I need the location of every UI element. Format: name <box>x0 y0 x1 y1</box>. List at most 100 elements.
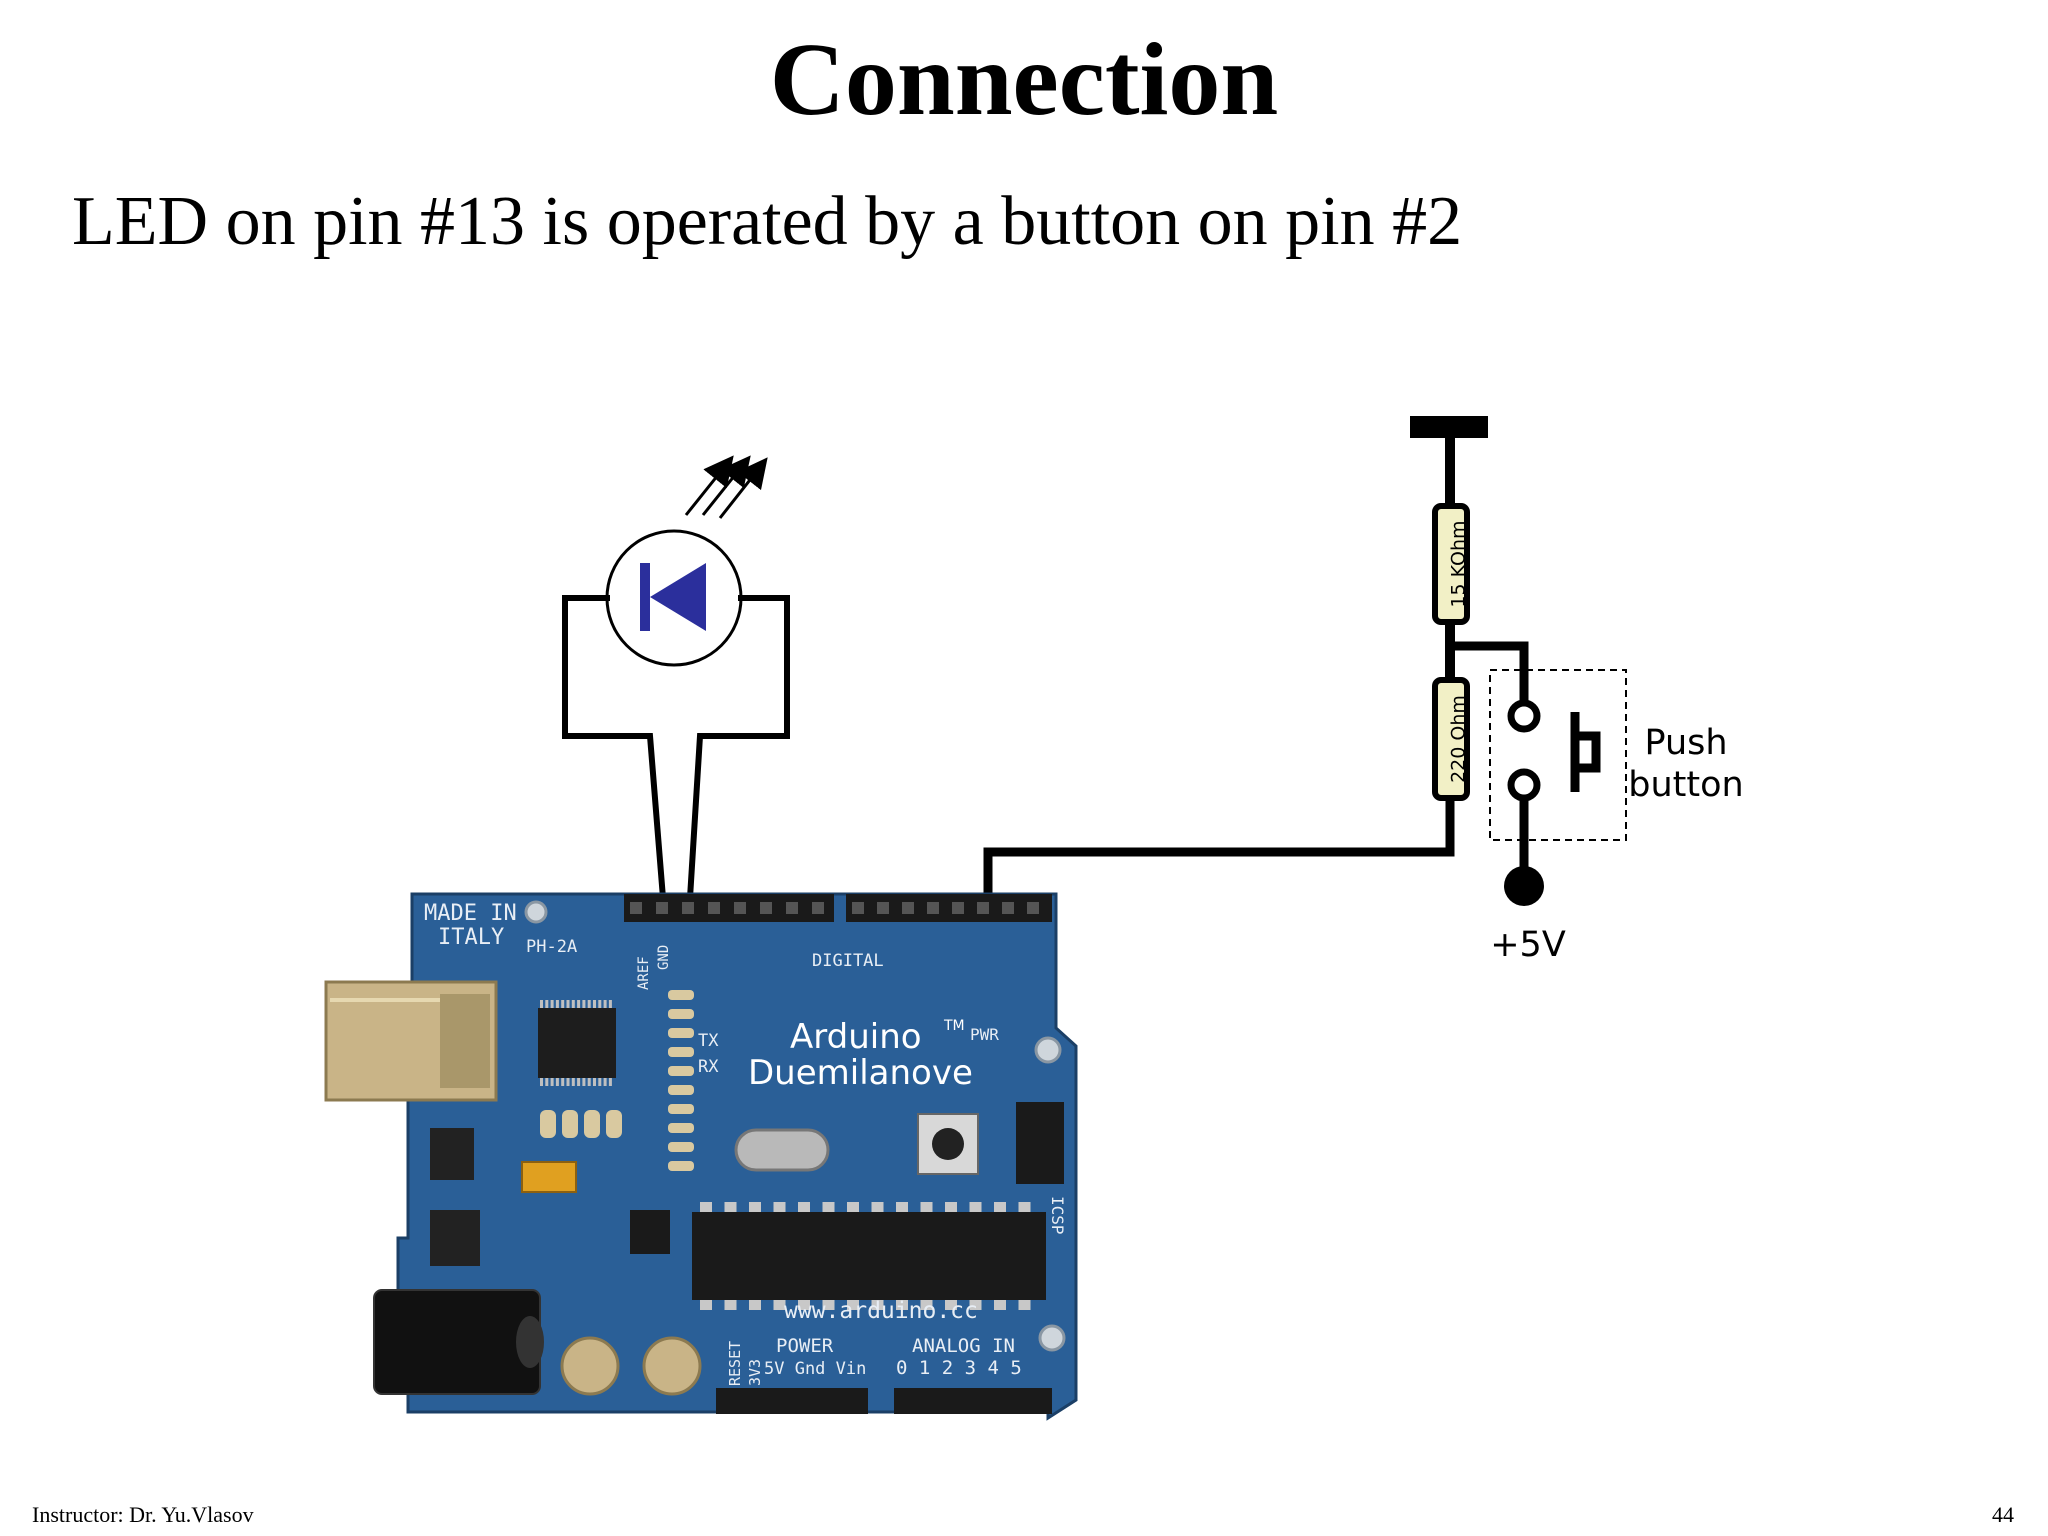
chip-leg <box>896 1202 908 1212</box>
chip-leg <box>555 1000 559 1008</box>
chip-leg <box>608 1000 612 1008</box>
board-digital-label: DIGITAL <box>812 951 884 971</box>
led-schematic <box>562 455 790 899</box>
chip-leg <box>593 1078 596 1086</box>
smd-component <box>668 1123 694 1133</box>
board-website: www.arduino.cc <box>784 1298 978 1324</box>
chip-leg <box>749 1202 761 1212</box>
board-made-in-line2: ITALY <box>438 925 504 950</box>
smd-component <box>562 1110 578 1138</box>
analog-header <box>894 1388 1052 1414</box>
icsp-header <box>1016 1102 1064 1184</box>
chip-leg <box>561 1000 565 1008</box>
smd-component <box>584 1110 600 1138</box>
chip-leg <box>847 1300 859 1310</box>
power-header <box>716 1388 868 1414</box>
smd-component <box>668 1009 694 1019</box>
chip-leg <box>577 1000 581 1008</box>
chip-leg <box>566 1078 570 1086</box>
led-diode-symbol <box>640 563 706 631</box>
smd-component <box>540 1110 556 1138</box>
header-pin <box>630 902 642 914</box>
chip-leg <box>871 1202 884 1212</box>
chip-leg <box>798 1300 810 1310</box>
usb-connector <box>324 980 498 1102</box>
header-pin <box>786 902 798 914</box>
header-pin <box>852 902 864 914</box>
chip-leg <box>545 1078 549 1086</box>
smd-component <box>668 1142 694 1152</box>
smd-component <box>668 1161 694 1171</box>
chip-leg <box>540 1000 543 1008</box>
header-pin <box>734 902 746 914</box>
power-jack <box>373 1289 544 1395</box>
chip-leg <box>724 1202 737 1212</box>
chip-leg <box>994 1202 1006 1212</box>
header-pin <box>1027 902 1039 914</box>
chip-leg <box>920 1300 933 1310</box>
capacitor-2 <box>642 1336 702 1396</box>
supply-terminal <box>1504 866 1544 906</box>
chip-leg <box>593 1000 596 1008</box>
board-3v3-label: 3V3 <box>746 1359 764 1386</box>
header-pin <box>708 902 720 914</box>
smd-component <box>606 1110 622 1138</box>
push-button-label-line2: button <box>1628 765 1743 805</box>
chip-leg <box>566 1000 570 1008</box>
chip-leg <box>540 1078 543 1086</box>
board-tx-label: TX <box>698 1031 719 1051</box>
header-pin <box>656 902 668 914</box>
resistor-220-label: 220 Ohm <box>1448 695 1470 783</box>
chip-leg <box>700 1300 712 1310</box>
smd-chip <box>630 1210 670 1254</box>
smd-component <box>668 1028 694 1038</box>
board-icsp-label: ICSP <box>1048 1196 1067 1235</box>
pin2-wire <box>983 798 1455 900</box>
chip-leg <box>598 1078 602 1086</box>
chip-leg <box>945 1300 957 1310</box>
chip-leg <box>555 1078 559 1086</box>
chip-leg <box>550 1078 554 1086</box>
chip-leg <box>577 1078 581 1086</box>
footer-instructor: Instructor: Dr. Yu.Vlasov <box>32 1502 254 1527</box>
chip-leg <box>773 1202 786 1212</box>
board-aref-label: AREF <box>636 956 652 990</box>
chip-leg <box>896 1300 908 1310</box>
header-pin <box>952 902 964 914</box>
chip-leg <box>749 1300 761 1310</box>
capacitor-1 <box>560 1336 620 1396</box>
digital-header-left <box>624 894 834 922</box>
board-brand-line1: Arduino <box>790 1017 922 1057</box>
regulator-1 <box>430 1128 474 1180</box>
chip-leg <box>822 1300 835 1310</box>
led-light-arrows <box>684 455 768 519</box>
chip-leg <box>587 1000 591 1008</box>
slide-title: Connection <box>769 22 1279 137</box>
board-brand-tm: TM <box>943 1018 965 1034</box>
header-pin <box>902 902 914 914</box>
supply-label: +5V <box>1490 925 1566 965</box>
chip-leg <box>571 1078 575 1086</box>
chip-leg <box>571 1000 575 1008</box>
board-model-code: PH-2A <box>526 937 577 957</box>
chip-leg <box>603 1078 607 1086</box>
chip-leg <box>798 1202 810 1212</box>
board-gnd-label: GND <box>656 945 672 970</box>
usb-serial-chip <box>538 1000 616 1086</box>
smd-component <box>668 990 694 1000</box>
atmega-chip <box>692 1202 1046 1310</box>
chip-leg <box>608 1078 612 1086</box>
smd-component <box>668 1066 694 1076</box>
chip-leg <box>822 1202 835 1212</box>
chip-leg <box>545 1000 549 1008</box>
chip-leg <box>945 1202 957 1212</box>
board-power-label: POWER <box>776 1335 834 1357</box>
polyfuse <box>521 1161 577 1193</box>
digital-header-right <box>846 894 1052 922</box>
board-analog-label: ANALOG IN <box>912 1335 1015 1357</box>
board-analog-pins: 0 1 2 3 4 5 <box>896 1357 1022 1379</box>
chip-leg <box>969 1300 982 1310</box>
chip-leg <box>582 1000 586 1008</box>
push-button-label-line1: Push <box>1644 723 1727 763</box>
